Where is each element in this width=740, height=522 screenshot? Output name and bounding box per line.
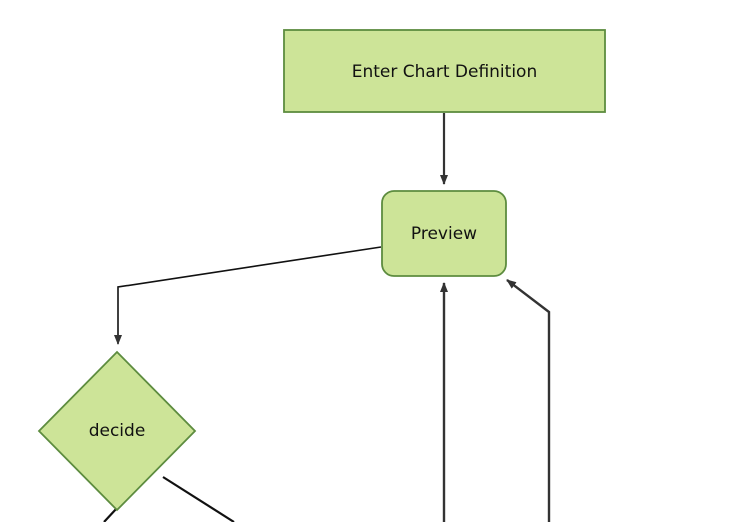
edge-decide-bottom-left bbox=[103, 507, 118, 522]
node-enter-chart-definition-label: Enter Chart Definition bbox=[352, 62, 537, 82]
edge-bottom-to-preview-right bbox=[506, 279, 551, 522]
node-preview[interactable]: Preview bbox=[381, 190, 507, 277]
edge-layer bbox=[103, 113, 551, 522]
node-decide-label: decide bbox=[89, 421, 146, 441]
edge-preview-to-decide bbox=[114, 246, 382, 345]
node-decide-shape[interactable] bbox=[37, 350, 197, 512]
node-preview-shape[interactable] bbox=[381, 190, 507, 277]
node-decide[interactable]: decide bbox=[37, 350, 197, 512]
node-enter-chart-definition[interactable]: Enter Chart Definition bbox=[283, 29, 606, 113]
node-enter-chart-definition-shape[interactable] bbox=[283, 29, 606, 113]
edge-decide-bottom-right bbox=[162, 476, 235, 522]
node-preview-label: Preview bbox=[411, 224, 477, 244]
